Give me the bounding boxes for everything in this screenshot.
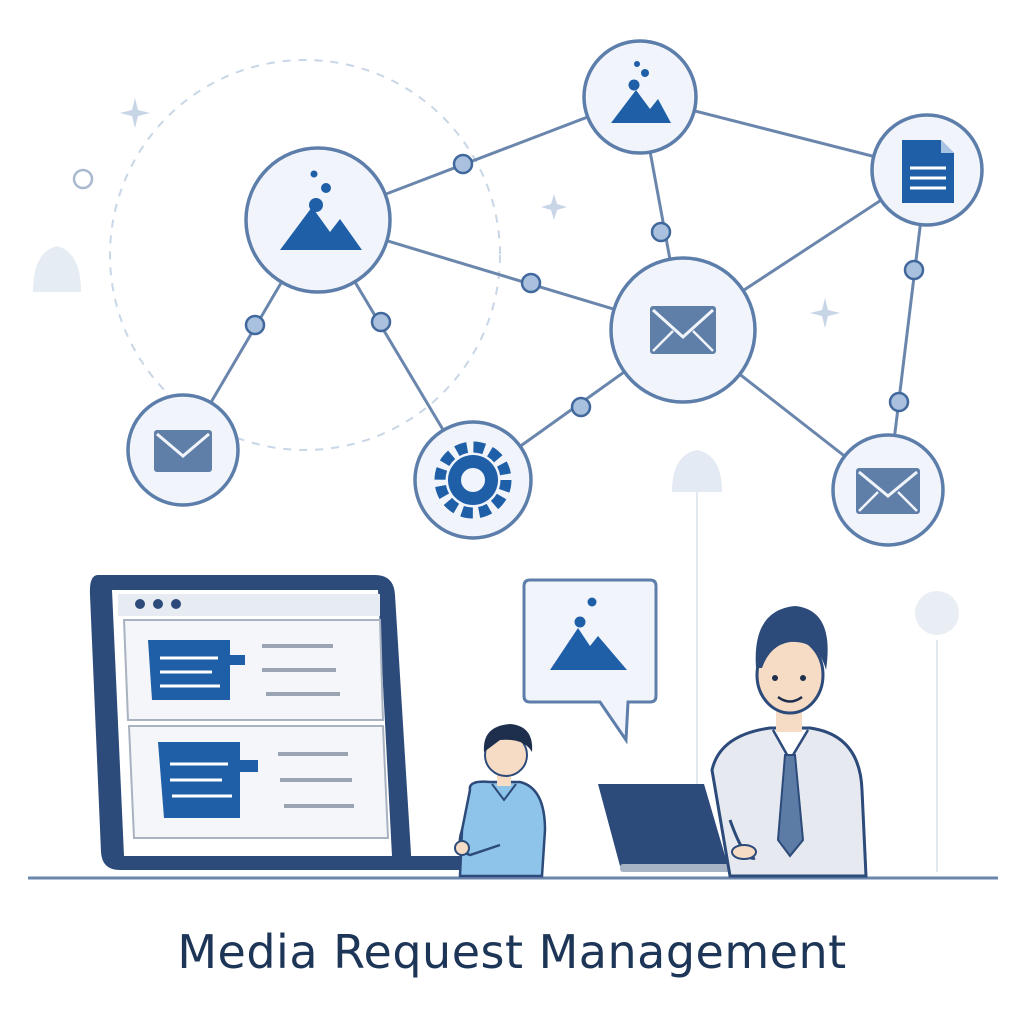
connection-dots xyxy=(244,153,925,418)
cloud-icon xyxy=(33,246,81,292)
background-decorations xyxy=(33,59,959,872)
connection-dot xyxy=(244,314,266,336)
connection-dot xyxy=(520,272,542,294)
mail-icon xyxy=(650,306,716,354)
network-node-image-large[interactable] xyxy=(244,146,392,294)
network-node-settings[interactable] xyxy=(413,420,533,540)
document-icon xyxy=(902,140,954,203)
laptop xyxy=(598,784,750,872)
connection-dot xyxy=(370,311,392,333)
network-node-mail-center[interactable] xyxy=(609,256,757,404)
gear-icon xyxy=(434,441,512,519)
cloud-icon xyxy=(672,450,722,492)
image-icon xyxy=(550,597,627,670)
dashed-orbit xyxy=(109,59,501,451)
connection-dot xyxy=(903,259,925,281)
mail-icon xyxy=(154,430,212,472)
person-standing xyxy=(454,724,547,878)
connection-dot xyxy=(452,153,474,175)
connection-dot xyxy=(650,221,672,243)
network-node-image-top[interactable] xyxy=(582,39,698,155)
page-title: Media Request Management xyxy=(177,925,847,979)
sparkle-icon xyxy=(541,194,567,220)
window-titlebar xyxy=(118,594,380,616)
tablet-monitor xyxy=(89,575,464,870)
laptop-base xyxy=(620,864,750,872)
network-node-mail-right[interactable] xyxy=(831,433,945,547)
dot-icon xyxy=(171,599,181,609)
network-node-document[interactable] xyxy=(870,113,984,227)
image-icon xyxy=(280,170,362,250)
network-node-mail-left[interactable] xyxy=(126,393,240,507)
mail-icon xyxy=(856,468,920,514)
speech-bubble xyxy=(522,578,658,745)
person-at-laptop xyxy=(710,606,868,878)
dot-icon xyxy=(135,599,145,609)
sparkle-icon xyxy=(120,98,150,128)
connection-dot xyxy=(570,396,592,418)
sparkle-icon xyxy=(810,298,840,328)
image-icon xyxy=(611,61,671,123)
small-ring-icon xyxy=(72,168,94,190)
connection-dot xyxy=(888,391,910,413)
monitor-base xyxy=(380,856,464,870)
dot-icon xyxy=(153,599,163,609)
soft-circle xyxy=(915,591,959,635)
